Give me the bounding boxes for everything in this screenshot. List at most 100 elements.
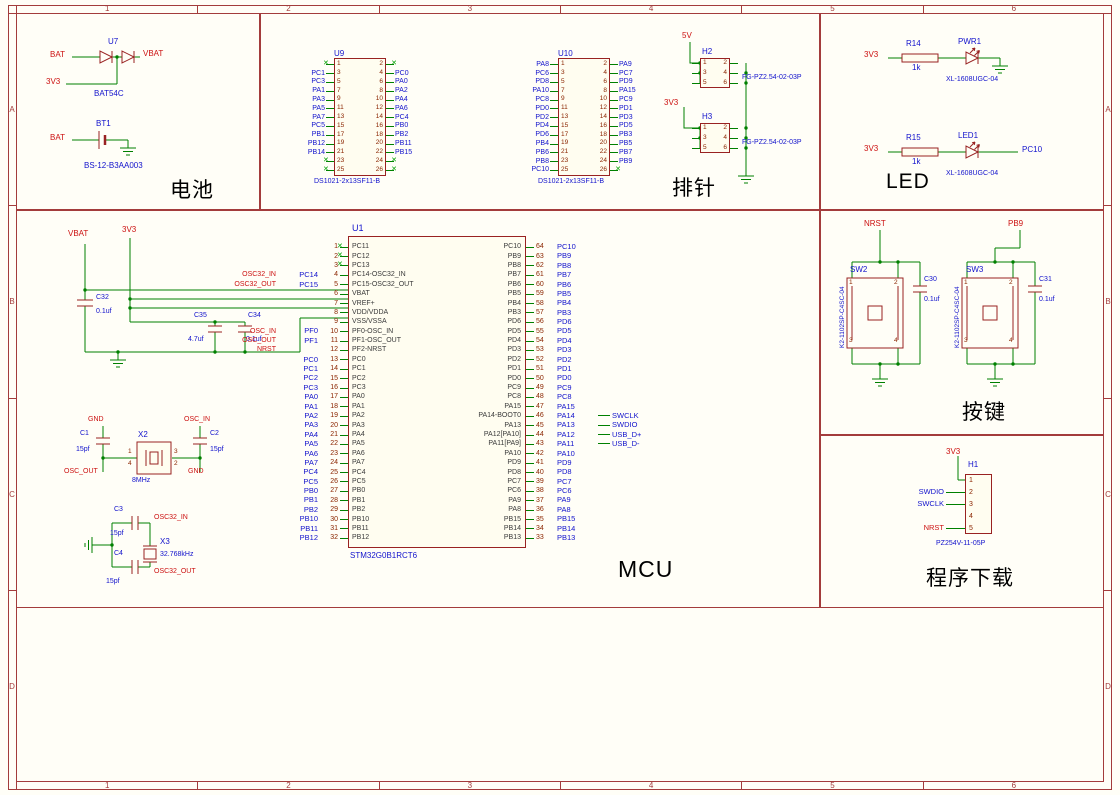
header-h1-body[interactable] [965,474,992,534]
net-flag-bat[interactable]: BAT [50,50,65,59]
pin-number: 37 [536,496,544,504]
net-flag-5v[interactable]: 5V [682,31,692,40]
zone-headers [260,13,820,210]
net-flag-3v3-h3[interactable]: 3V3 [664,98,679,107]
pin-stub [326,166,334,175]
connector-u10[interactable]: U10 PA8 1 2 PA9 PC6 [512,50,656,186]
net-flag-vbat-mcu[interactable]: VBAT [68,229,89,238]
pin-name: PB10 [352,515,370,523]
ruler-row-label: B [8,205,16,397]
net-flag-3v3[interactable]: 3V3 [46,77,61,86]
cap-c1-refdes[interactable]: C1 [80,430,89,437]
pin-number: 4 [1009,337,1013,344]
crystal-x2-refdes[interactable]: X2 [138,430,148,439]
mcu-pin-row: PB13 33 PB13 [348,533,641,542]
net-label: PD3 [557,345,572,355]
pin-number: 52 [536,355,544,363]
mcu-pin-row: PB10 30 PB10 [218,514,413,523]
switch-sw3-refdes[interactable]: SW3 [966,265,984,274]
pin-stub [340,261,348,270]
cap-c3-refdes[interactable]: C3 [114,506,123,513]
pin-stub [326,69,334,78]
led-pwr1-refdes[interactable]: PWR1 [958,37,982,46]
net-flag-bat2[interactable]: BAT [50,133,65,142]
cap-c4-refdes[interactable]: C4 [114,550,123,557]
net-flag-nrst[interactable]: NRST [864,219,886,228]
pin-number: 45 [536,421,544,429]
pin-number: 26 [330,477,338,485]
pin-stub [326,113,334,122]
cap-c2-refdes[interactable]: C2 [210,430,219,437]
pin-name: PA15 [504,402,521,410]
net-flag-vbat[interactable]: VBAT [143,49,164,58]
net-label: PA2 [395,87,408,95]
net-label: PA7 [312,113,325,121]
pin-stub [610,113,618,122]
crystal-x3-refdes[interactable]: X3 [160,537,170,546]
connector-pin-row: PA7 13 14 PC4 [288,113,432,122]
net-flag-3v3-mcu[interactable]: 3V3 [122,225,137,234]
mcu-u1-body[interactable] [348,236,526,548]
cap-c35-refdes[interactable]: C35 [194,312,207,319]
net-label: PC10 [557,241,576,251]
header-pin-row: SWDIO 2 [900,486,985,498]
net-label-osc-out[interactable]: OSC_OUT [64,468,98,475]
pin-stub [340,373,348,382]
pin-name: PA11[PA9] [488,440,521,448]
cap-c31-refdes[interactable]: C31 [1039,276,1052,283]
resistor-r15-refdes[interactable]: R15 [906,133,921,142]
net-flag-3v3-dl[interactable]: 3V3 [946,447,961,456]
net-label-osc32-out[interactable]: OSC32_OUT [154,568,196,575]
cap-c30-refdes[interactable]: C30 [924,276,937,283]
connector-u9[interactable]: U9 1 2 PC1 [288,50,432,186]
net-label: PB0 [303,486,318,496]
net-label-power: OSC_OUT [242,337,276,345]
net-flag-pc10[interactable]: PC10 [1022,145,1043,154]
pin-number: 1 [964,279,968,286]
led-led1-refdes[interactable]: LED1 [958,131,979,140]
resistor-r14-refdes[interactable]: R14 [906,39,921,48]
header-h1-refdes[interactable]: H1 [968,460,979,469]
switch-sw2-part: K2-1102SP-C4SC-04 [839,286,846,348]
connector-pin-row: PA3 9 10 PA4 [288,95,432,104]
pin-number: 22 [599,148,607,156]
pin-stub [386,166,394,175]
pin-stub [526,270,534,279]
net-label: PB14 [307,148,325,156]
pin-stub [526,486,534,495]
mcu-pin-row: PA9 37 PA9 [348,496,641,505]
header-h3[interactable]: H3 1 2 3 4 [692,113,738,153]
net-flag-3v3-led2[interactable]: 3V3 [864,144,879,153]
cap-c34-refdes[interactable]: C34 [248,312,261,319]
net-label-osc32-in[interactable]: OSC32_IN [154,514,188,521]
pin-stub [340,317,348,326]
net-flag-pb9[interactable]: PB9 [1008,219,1024,228]
switch-sw2-refdes[interactable]: SW2 [850,265,868,274]
pin-stub [526,524,534,533]
connector-pin-row: PB6 21 22 PB7 [512,148,656,157]
header-pin-row: 5 6 [692,78,738,88]
pin-number: 13 [330,355,338,363]
connector-pin-row: PC1 3 4 PC0 [288,69,432,78]
pin-number: 60 [536,280,544,288]
battery-bt1-refdes[interactable]: BT1 [96,119,111,128]
pin-stub [340,486,348,495]
net-label: PD0 [535,104,549,112]
net-label: PB0 [395,122,409,130]
mcu-pin-row: PA8 36 PA8 [348,505,641,514]
pin-number: 16 [330,384,338,392]
mcu-pin-row: PA10 42 PA10 [348,449,641,458]
ruler-column-label: 2 [197,5,378,13]
connector-pin-row: PA10 7 8 PA15 [512,86,656,95]
mcu-pin-row: PC10 64 PC10 [348,242,641,251]
pin-stub [946,498,965,510]
cap-c32-refdes[interactable]: C32 [96,294,109,301]
net-label-osc-in[interactable]: OSC_IN [184,416,211,423]
net-flag-3v3-led1[interactable]: 3V3 [864,50,879,59]
pin-stub [526,449,534,458]
header-h2[interactable]: H2 1 2 3 4 [692,48,738,88]
diode-u7-refdes[interactable]: U7 [108,37,119,46]
pin-name: PC0 [352,355,366,363]
pin-name: VREF+ [352,299,375,307]
